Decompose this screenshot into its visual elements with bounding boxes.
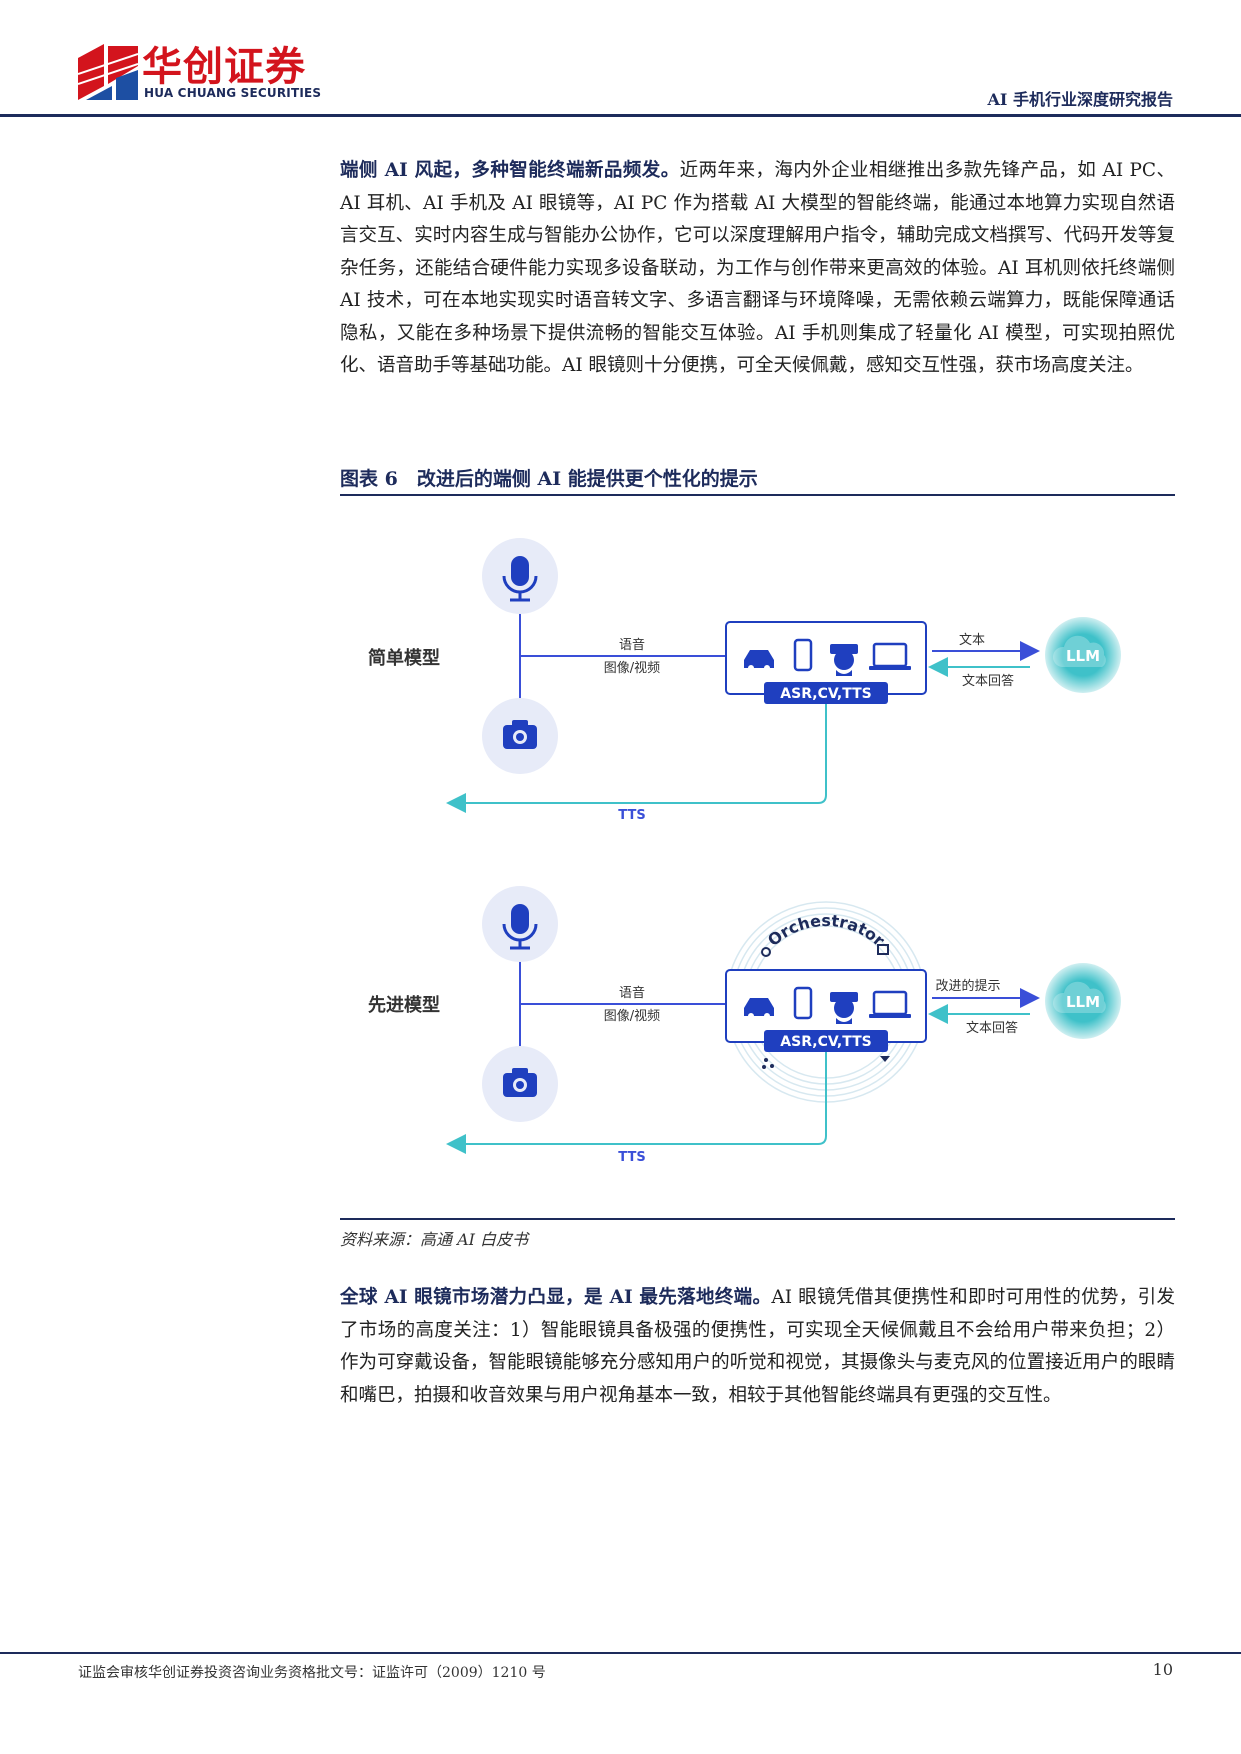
dropdown-marker-icon <box>880 1056 890 1062</box>
laptop-icon <box>869 990 911 1018</box>
from-llm-label: 文本回答 <box>966 1020 1018 1036</box>
device-box: ASR,CV,TTS <box>725 621 927 704</box>
figure-top-rule <box>340 494 1175 496</box>
figure-bottom-rule <box>340 1218 1175 1220</box>
brand-logo-text: 华创证券 <box>142 44 306 90</box>
advanced-model-diagram: 先进模型 语音 图像/视频 Orchestrator <box>368 886 1121 1165</box>
phone-icon <box>793 638 813 672</box>
location-pin-icon <box>761 947 771 957</box>
microphone-icon <box>482 886 558 962</box>
paragraph-ai-glasses: 全球 AI 眼镜市场潜力凸显，是 AI 最先落地终端。AI 眼镜凭借其便携性和即… <box>340 1282 1175 1412</box>
camera-icon <box>482 1046 558 1122</box>
llm-cloud-icon: LLM <box>1045 963 1121 1039</box>
llm-label: LLM <box>1066 993 1100 1011</box>
simple-model-diagram: 简单模型 语音 图像/视频 <box>368 538 1121 823</box>
laptop-icon <box>869 642 911 670</box>
voice-input-label: 语音 <box>619 637 645 653</box>
figure-source: 资料来源：高通 AI 白皮书 <box>340 1230 529 1249</box>
car-icon <box>744 650 774 671</box>
phone-icon <box>793 986 813 1020</box>
logo-mark-icon <box>78 44 138 100</box>
device-capability-label: ASR,CV,TTS <box>780 1034 871 1050</box>
tts-output-label: TTS <box>618 808 645 823</box>
image-video-input-label: 图像/视频 <box>604 661 660 676</box>
page-number: 10 <box>1152 1660 1173 1679</box>
paragraph-body: 近两年来，海内外企业相继推出多款先锋产品，如 AI PC、AI 耳机、AI 手机… <box>340 160 1175 376</box>
model-comparison-diagram: 简单模型 语音 图像/视频 <box>368 538 1121 1165</box>
camera-icon <box>482 698 558 774</box>
calendar-icon <box>877 944 889 955</box>
microphone-icon <box>482 538 558 614</box>
device-capability-label: ASR,CV,TTS <box>780 686 871 702</box>
voice-input-label: 语音 <box>619 985 645 1001</box>
glasses-person-icon <box>830 644 858 676</box>
simple-model-label: 简单模型 <box>368 647 440 669</box>
paragraph-edge-ai: 端侧 AI 风起，多种智能终端新品频发。近两年来，海内外企业相继推出多款先锋产品… <box>340 155 1175 383</box>
footer-divider <box>0 1652 1241 1654</box>
car-icon <box>744 998 774 1019</box>
brand-logo-subtitle: HUA CHUANG SECURITIES <box>144 86 322 100</box>
glasses-person-icon <box>830 992 858 1024</box>
paragraph-lead: 全球 AI 眼镜市场潜力凸显，是 AI 最先落地终端。 <box>340 1287 772 1308</box>
device-box: ASR,CV,TTS <box>725 969 927 1052</box>
advanced-model-label: 先进模型 <box>368 994 440 1016</box>
report-title: AI 手机行业深度研究报告 <box>987 90 1173 109</box>
tts-output-label: TTS <box>618 1150 645 1165</box>
header-divider <box>0 114 1241 117</box>
llm-label: LLM <box>1066 647 1100 665</box>
figure-title: 图表 6 改进后的端侧 AI 能提供更个性化的提示 <box>340 468 758 490</box>
footer-license-text: 证监会审核华创证券投资咨询业务资格批文号：证监许可（2009）1210 号 <box>78 1665 546 1681</box>
paragraph-lead: 端侧 AI 风起，多种智能终端新品频发。 <box>340 160 680 181</box>
to-llm-label: 文本 <box>959 633 985 648</box>
orchestrator-label: Orchestrator <box>764 911 888 950</box>
from-llm-label: 文本回答 <box>962 673 1014 689</box>
llm-cloud-icon: LLM <box>1045 617 1121 693</box>
improved-prompt-label: 改进的提示 <box>935 978 1000 994</box>
paragraph-body: AI 眼镜凭借其便携性和即时可用性的优势，引发了市场的高度关注：1）智能眼镜具备… <box>340 1287 1175 1406</box>
image-video-input-label: 图像/视频 <box>604 1009 660 1024</box>
